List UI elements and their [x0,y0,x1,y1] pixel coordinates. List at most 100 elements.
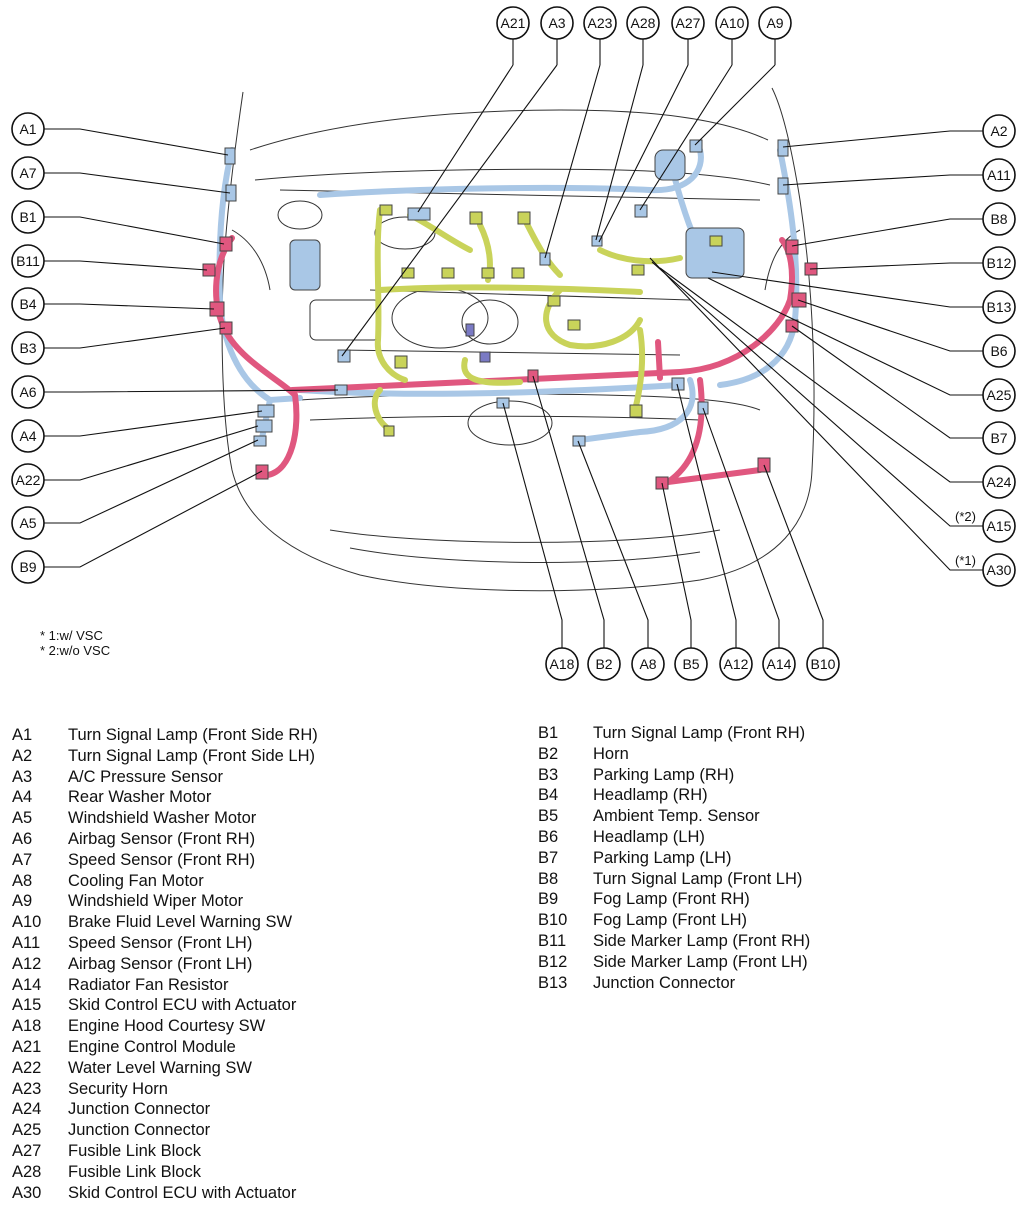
callout-a10: A10 [715,6,749,40]
legend-code: B12 [538,952,568,971]
legend-row: A25 Junction Connector [12,1120,318,1141]
legend-code: A25 [12,1121,42,1140]
legend-description: Engine Control Module [68,1037,236,1056]
callout-a22: A22 [11,463,45,497]
callout-a25: A25 [982,378,1016,412]
legend-description: Parking Lamp (RH) [593,765,735,784]
engine-harness-diagram: A21 A3 A23 A28 A27 A10 A9 A1 A7 B1 B11 B… [11,6,1016,681]
callout-a3: A3 [540,6,574,40]
legend-code: B3 [538,765,559,784]
callout-a21: A21 [496,6,530,40]
a15-variant-marker: (*2) [955,509,976,524]
legend-description: Headlamp (LH) [593,827,705,846]
legend-description: Radiator Fan Resistor [68,975,229,994]
callout-label: A24 [987,474,1012,490]
legend-code: A28 [12,1162,42,1181]
callout-a15: A15 [982,509,1016,543]
callout-b8: B8 [982,202,1016,236]
legend-description: Turn Signal Lamp (Front RH) [593,724,806,742]
callout-label: A8 [639,656,656,672]
legend-code: B4 [538,786,559,805]
legend-code: A24 [12,1100,42,1119]
callout-label: A23 [588,15,613,31]
legend-code: A3 [12,767,33,786]
legend-code: A5 [12,809,33,828]
legend-row: B11 Side Marker Lamp (Front RH) [538,931,810,952]
legend-description: Turn Signal Lamp (Front Side RH) [68,726,318,744]
legend-description: Airbag Sensor (Front RH) [68,829,256,848]
legend-description: Side Marker Lamp (Front LH) [593,952,808,971]
legend-code: A9 [12,892,33,911]
callout-a12: A12 [719,647,753,681]
legend-description: Junction Connector [68,1121,211,1140]
legend-row: A10 Brake Fluid Level Warning SW [12,912,318,933]
callout-label: A14 [767,656,792,672]
legend-code: A11 [12,933,41,952]
legend-code: A10 [12,913,42,932]
legend-description: Fog Lamp (Front LH) [593,911,748,930]
note-vsc: * 1:w/ VSC [40,628,103,643]
legend-code: A7 [12,850,33,869]
legend-description: Security Horn [68,1079,168,1098]
legend-description: Ambient Temp. Sensor [593,807,760,826]
legend-description: Brake Fluid Level Warning SW [68,913,293,932]
legend-code: B5 [538,807,559,826]
callout-label: A7 [19,165,36,181]
legend-row: B3 Parking Lamp (RH) [538,765,810,786]
legend-description: Turn Signal Lamp (Front LH) [593,869,803,888]
callout-b5: B5 [674,647,708,681]
callout-label: A11 [987,167,1011,183]
callout-label: B7 [990,430,1007,446]
callout-label: A22 [16,472,41,488]
callout-label: A2 [990,123,1007,139]
callout-label: A12 [724,656,749,672]
callout-b12: B12 [982,246,1016,280]
callout-label: A3 [548,15,565,31]
legend-code: A21 [12,1037,42,1056]
legend-description: Parking Lamp (LH) [593,848,732,867]
callout-label: B13 [987,299,1012,315]
callout-label: B2 [595,656,612,672]
legend-description: Side Marker Lamp (Front RH) [593,931,811,950]
callout-b10: B10 [806,647,840,681]
legend-code: A14 [12,975,42,994]
legend-row: B12 Side Marker Lamp (Front LH) [538,952,810,973]
legend-description: Junction Connector [68,1100,211,1119]
legend-code: B11 [538,931,567,950]
callout-label: A21 [501,15,526,31]
callout-label: A28 [631,15,656,31]
callout-b4: B4 [11,287,45,321]
legend-description: Horn [593,744,629,763]
callout-a8: A8 [631,647,665,681]
legend-code: B9 [538,890,559,909]
legend-code: B2 [538,744,559,763]
callout-label: B5 [682,656,699,672]
callout-a23: A23 [583,6,617,40]
callout-label: B10 [811,656,836,672]
legend-code: A18 [12,1017,42,1036]
callout-label: A5 [19,515,36,531]
callout-b13: B13 [982,290,1016,324]
pink-harness [213,235,795,485]
callout-a2: A2 [982,114,1016,148]
callout-a27: A27 [671,6,705,40]
